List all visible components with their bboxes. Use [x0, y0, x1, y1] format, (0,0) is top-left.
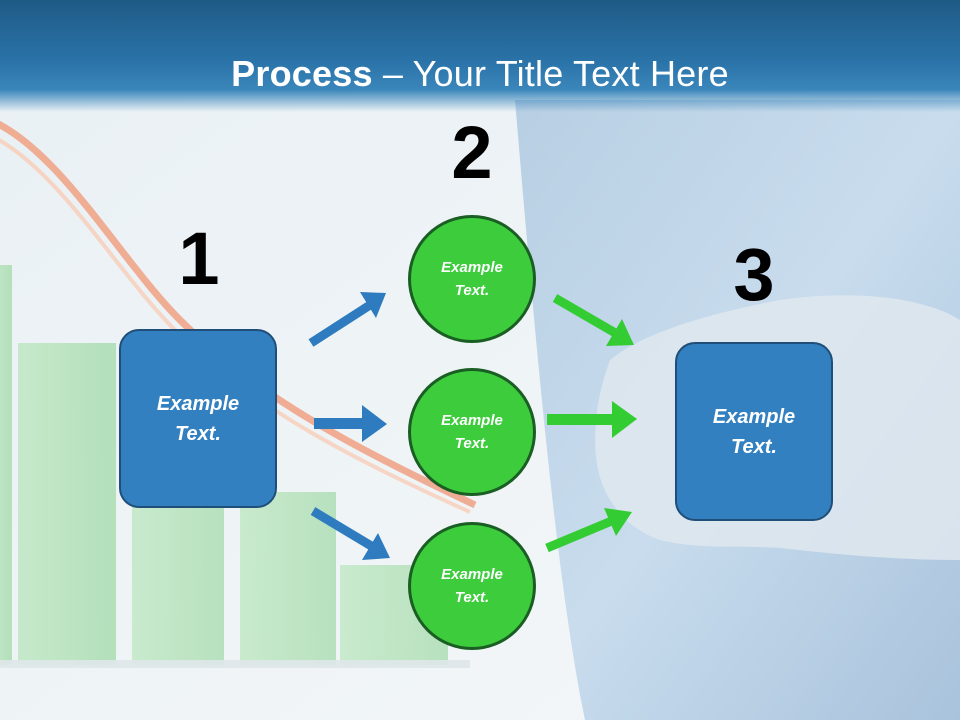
title-bold: Process: [231, 53, 373, 94]
step-number-1: 1: [178, 217, 220, 300]
circle-top-line1: Example: [441, 259, 503, 276]
step-number-2: 2: [451, 111, 493, 194]
circle-bottom-line1: Example: [441, 566, 503, 583]
green-arrow-down-icon: [552, 294, 634, 346]
blue-arrow-up-icon: [308, 292, 386, 347]
step-1-label-line2: Text.: [175, 422, 221, 445]
step-3-label-line2: Text.: [731, 435, 777, 458]
green-arrow-up-icon: [545, 508, 632, 553]
title-rest: – Your Title Text Here: [372, 53, 729, 94]
circle-middle-line1: Example: [441, 412, 503, 429]
circle-bottom-line2: Text.: [454, 589, 490, 606]
title-bar: [0, 0, 960, 112]
green-arrow-right-icon: [547, 401, 637, 438]
circle-top-line2: Text.: [454, 282, 490, 299]
step-1-label-line1: Example: [156, 392, 240, 415]
blue-arrow-right-icon: [314, 405, 387, 442]
step-number-3: 3: [733, 233, 775, 316]
page-title: Process – Your Title Text Here: [0, 52, 960, 96]
blue-arrow-down-icon: [310, 507, 390, 560]
circle-middle-line2: Text.: [454, 435, 490, 452]
step-3-label-line1: Example: [712, 405, 796, 428]
